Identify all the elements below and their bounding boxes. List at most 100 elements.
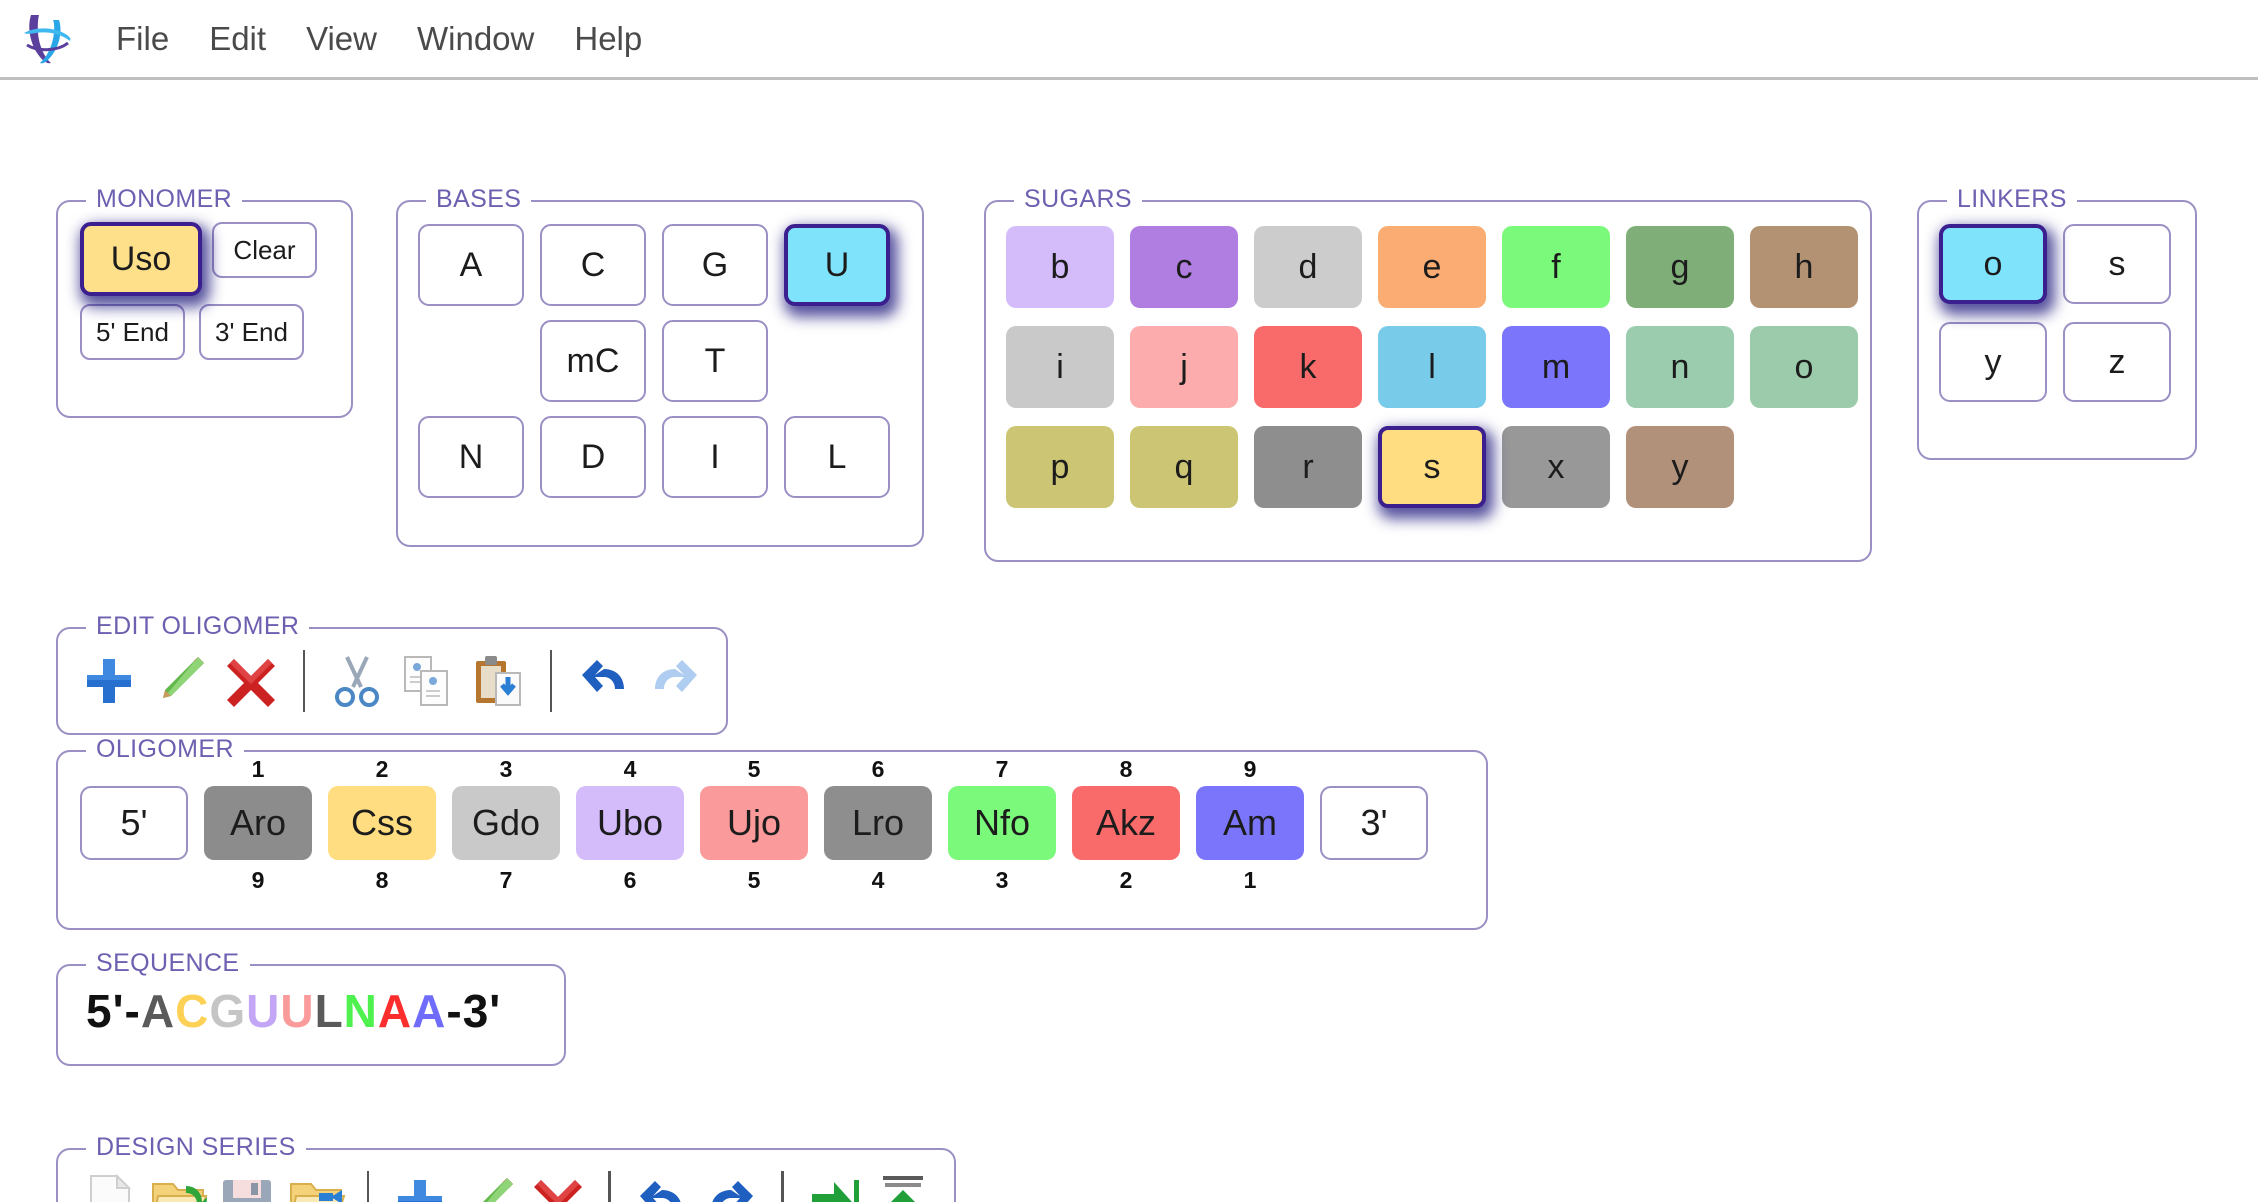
monomer-current-button[interactable]: Uso <box>80 222 202 296</box>
delete-x-icon[interactable] <box>220 645 283 717</box>
new-document-icon[interactable] <box>78 1166 139 1202</box>
upload-up-arrow-icon[interactable] <box>873 1166 934 1202</box>
base-button-L[interactable]: L <box>784 416 890 498</box>
base-button-mC[interactable]: mC <box>540 320 646 402</box>
base-button-N[interactable]: N <box>418 416 524 498</box>
sugar-button-r[interactable]: r <box>1254 426 1362 508</box>
monomer-clear-button[interactable]: Clear <box>212 222 317 278</box>
sugar-button-f[interactable]: f <box>1502 226 1610 308</box>
sugars-panel-title: SUGARS <box>1014 185 1142 214</box>
design-series-panel-title: DESIGN SERIES <box>86 1133 306 1162</box>
menu-file[interactable]: File <box>116 19 170 57</box>
cut-scissors-icon[interactable] <box>325 645 388 717</box>
bases-panel-title: BASES <box>426 185 532 214</box>
sugar-button-g[interactable]: g <box>1626 226 1734 308</box>
sugar-button-j[interactable]: j <box>1130 326 1238 408</box>
paste-clipboard-icon[interactable] <box>467 645 530 717</box>
oligomer-unit-Am[interactable]: Am <box>1196 786 1304 860</box>
sugar-button-q[interactable]: q <box>1130 426 1238 508</box>
redo-arrow-icon[interactable] <box>643 645 706 717</box>
oligomer-unit-Aro[interactable]: Aro <box>204 786 312 860</box>
sugar-button-l[interactable]: l <box>1378 326 1486 408</box>
oligomer-index-top: 7 <box>995 756 1009 782</box>
oligomer-index-top: 3 <box>499 756 513 782</box>
oligomer-index-bottom: 9 <box>251 867 265 893</box>
sequence-panel-title: SEQUENCE <box>86 949 250 978</box>
linker-button-o[interactable]: o <box>1939 224 2047 304</box>
menu-bar: File Edit View Window Help <box>0 0 2258 80</box>
monomer-panel-title: MONOMER <box>86 185 243 214</box>
base-button-T[interactable]: T <box>662 320 768 402</box>
sugar-button-c[interactable]: c <box>1130 226 1238 308</box>
sequence-letter-7: A <box>377 985 413 1037</box>
delete-x-icon[interactable] <box>527 1166 588 1202</box>
sequence-letter-8: A <box>412 985 447 1037</box>
oligomer-unit-Akz[interactable]: Akz <box>1072 786 1180 860</box>
undo-arrow-icon[interactable] <box>572 645 635 717</box>
base-button-C[interactable]: C <box>540 224 646 306</box>
oligomer-3prime-terminal[interactable]: 3' <box>1320 786 1428 860</box>
sugar-button-n[interactable]: n <box>1626 326 1734 408</box>
export-right-arrow-icon[interactable] <box>804 1166 865 1202</box>
oligomer-unit-Ujo[interactable]: Ujo <box>700 786 808 860</box>
oligomer-unit-Ubo[interactable]: Ubo <box>576 786 684 860</box>
oligomer-unit-Css[interactable]: Css <box>328 786 436 860</box>
monomer-3prime-end-button[interactable]: 3' End <box>199 304 304 360</box>
linker-button-y[interactable]: y <box>1939 322 2047 402</box>
menu-help[interactable]: Help <box>574 19 643 57</box>
save-floppy-icon[interactable] <box>216 1166 277 1202</box>
undo-arrow-icon[interactable] <box>631 1166 692 1202</box>
linker-button-z[interactable]: z <box>2063 322 2171 402</box>
add-plus-icon[interactable] <box>389 1166 450 1202</box>
sugar-button-h[interactable]: h <box>1750 226 1858 308</box>
oligomer-unit-Gdo[interactable]: Gdo <box>452 786 560 860</box>
sequence-letter-1: C <box>175 985 210 1037</box>
open-folder-icon[interactable] <box>147 1166 208 1202</box>
sugar-button-i[interactable]: i <box>1006 326 1114 408</box>
design-series-panel: DESIGN SERIES <box>56 1133 956 1202</box>
save-as-folder-icon[interactable] <box>285 1166 346 1202</box>
menu-window[interactable]: Window <box>417 19 535 57</box>
sugar-button-k[interactable]: k <box>1254 326 1362 408</box>
menu-edit[interactable]: Edit <box>209 19 267 57</box>
sugar-button-s[interactable]: s <box>1378 426 1486 508</box>
copy-icon[interactable] <box>396 645 459 717</box>
sugar-button-d[interactable]: d <box>1254 226 1362 308</box>
menu-view[interactable]: View <box>306 19 377 57</box>
sugar-button-y[interactable]: y <box>1626 426 1734 508</box>
sequence-suffix: -3' <box>446 985 502 1037</box>
base-button-G[interactable]: G <box>662 224 768 306</box>
sugar-button-o[interactable]: o <box>1750 326 1858 408</box>
redo-arrow-icon[interactable] <box>700 1166 761 1202</box>
add-plus-icon[interactable] <box>78 645 141 717</box>
sequence-letter-6: N <box>343 985 378 1037</box>
base-button-D[interactable]: D <box>540 416 646 498</box>
oligomer-index-bottom: 1 <box>1243 867 1257 893</box>
sequence-letter-0: A <box>140 985 176 1037</box>
monomer-5prime-end-button[interactable]: 5' End <box>80 304 185 360</box>
edit-pencil-icon[interactable] <box>458 1166 519 1202</box>
edit-pencil-icon[interactable] <box>149 645 212 717</box>
oligomer-unit-Lro[interactable]: Lro <box>824 786 932 860</box>
bases-grid-empty-slot <box>784 320 890 402</box>
sugar-button-p[interactable]: p <box>1006 426 1114 508</box>
sugar-button-e[interactable]: e <box>1378 226 1486 308</box>
base-button-I[interactable]: I <box>662 416 768 498</box>
monomer-panel: MONOMER Uso Clear 5' End 3' End <box>56 185 353 418</box>
base-button-A[interactable]: A <box>418 224 524 306</box>
oligomer-5prime-terminal[interactable]: 5' <box>80 786 188 860</box>
sugar-button-m[interactable]: m <box>1502 326 1610 408</box>
sugar-button-x[interactable]: x <box>1502 426 1610 508</box>
toolbar-separator <box>302 650 306 712</box>
base-button-U[interactable]: U <box>784 224 890 306</box>
oligomer-index-bottom: 6 <box>623 867 637 893</box>
oligomer-unit-Nfo[interactable]: Nfo <box>948 786 1056 860</box>
edit-oligomer-panel-title: EDIT OLIGOMER <box>86 612 310 641</box>
linker-button-s[interactable]: s <box>2063 224 2171 304</box>
sugar-button-b[interactable]: b <box>1006 226 1114 308</box>
